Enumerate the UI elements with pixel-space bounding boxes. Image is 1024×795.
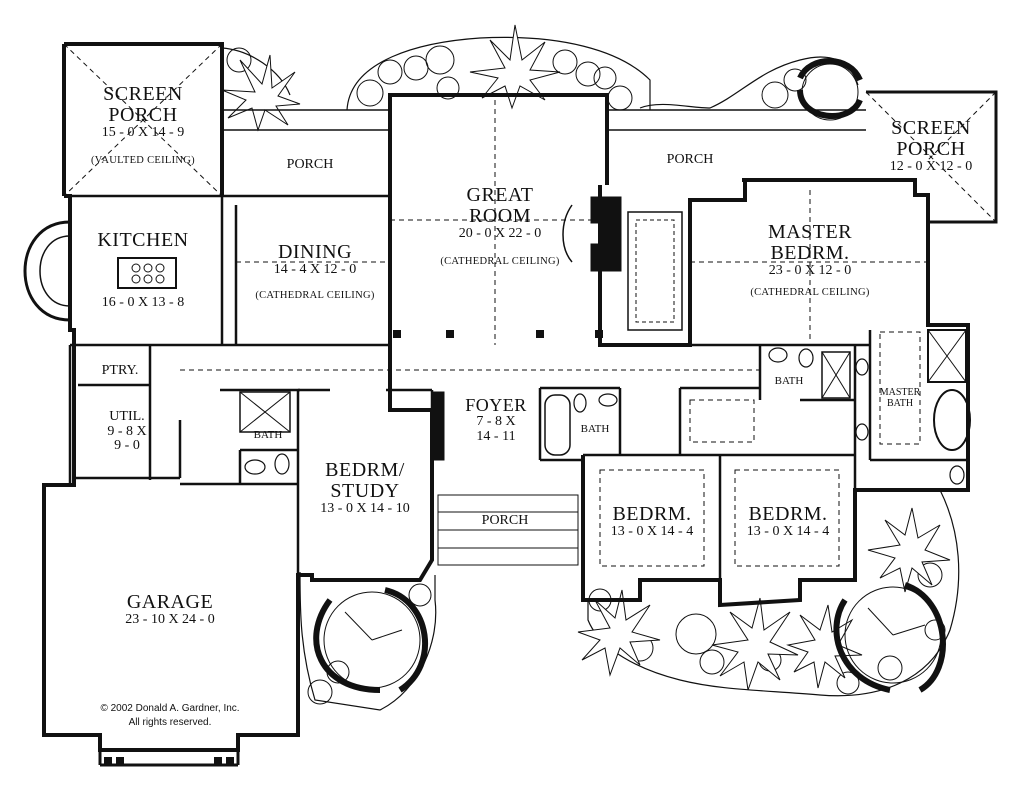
room-name: BATH <box>253 429 283 441</box>
master-bath-label: MASTER BATH <box>872 387 928 409</box>
room-dimensions: 23 - 10 X 24 - 0 <box>125 612 215 627</box>
copyright-line: © 2002 Donald A. Gardner, Inc. <box>100 703 240 714</box>
rights-line: All rights reserved. <box>128 716 212 728</box>
room-name: ROOM <box>468 205 531 227</box>
room-name: BEDRM. <box>770 242 850 264</box>
pantry-label: PTRY. <box>92 363 148 379</box>
ceiling-note: (CATHEDRAL CEILING) <box>255 289 375 301</box>
room-dimensions: 15 - 0 X 14 - 9 <box>101 125 185 140</box>
room-name: UTIL. <box>109 409 145 424</box>
room-name: MASTER <box>767 221 853 243</box>
dining-label: DINING 14 - 4 X 12 - 0 (CATHEDRAL CEILIN… <box>240 242 390 301</box>
room-name: BEDRM. <box>612 503 692 525</box>
room-dimensions: 14 - 4 X 12 - 0 <box>273 262 357 277</box>
room-dimensions: 13 - 0 X 14 - 10 <box>320 501 410 516</box>
room-dimensions: 13 - 0 X 14 - 4 <box>746 524 830 539</box>
screen-porch-right-label: SCREEN PORCH 12 - 0 X 12 - 0 <box>872 118 990 175</box>
interior-walls <box>68 194 968 605</box>
room-name: BATH <box>580 423 610 435</box>
utility-label: UTIL. 9 - 8 X 9 - 0 <box>92 409 162 454</box>
kitchen-label: KITCHEN <box>84 230 202 251</box>
porch-top-left-label: PORCH <box>270 157 350 173</box>
ceiling-note: (CATHEDRAL CEILING) <box>440 255 560 267</box>
foyer-label: FOYER 7 - 8 X 14 - 11 <box>455 396 537 444</box>
garage-label: GARAGE 23 - 10 X 24 - 0 <box>100 592 240 628</box>
room-dimensions: 9 - 8 X <box>107 423 147 439</box>
porch-top-right-label: PORCH <box>650 152 730 168</box>
copyright-notice: © 2002 Donald A. Gardner, Inc. All right… <box>72 702 268 729</box>
room-name: FOYER <box>465 395 527 415</box>
room-dimensions: 16 - 0 X 13 - 8 <box>101 295 185 310</box>
room-name: BEDRM. <box>748 503 828 525</box>
room-name: GREAT <box>466 184 534 206</box>
screen-porch-left-label: SCREEN PORCH 15 - 0 X 14 - 9 (VAULTED CE… <box>84 84 202 166</box>
bedroom-study-label: BEDRM/ STUDY 13 - 0 X 14 - 10 <box>305 460 425 517</box>
room-name: DINING <box>277 241 353 263</box>
room-name: KITCHEN <box>97 229 189 251</box>
room-name: PORCH <box>666 152 714 167</box>
master-tub <box>933 389 971 451</box>
room-name: PORCH <box>896 138 966 160</box>
room-dimensions: 12 - 0 X 12 - 0 <box>889 159 973 174</box>
room-dimensions: 7 - 8 X <box>476 413 516 429</box>
room-name: PTRY. <box>101 363 139 378</box>
master-bedroom-label: MASTER BEDRM. 23 - 0 X 12 - 0 (CATHEDRAL… <box>735 222 885 298</box>
bath-center-label: BATH <box>570 423 620 436</box>
room-dimensions: 14 - 11 <box>476 428 516 444</box>
room-dimensions: 23 - 0 X 12 - 0 <box>768 263 852 278</box>
ceiling-note: (CATHEDRAL CEILING) <box>750 286 870 298</box>
room-name: BEDRM/ <box>325 459 405 481</box>
room-name: PORCH <box>286 157 334 172</box>
bedroom-2-label: BEDRM. 13 - 0 X 14 - 4 <box>726 504 850 540</box>
room-name: STUDY <box>330 480 400 502</box>
kitchen-dims-label: 16 - 0 X 13 - 8 <box>84 295 202 311</box>
room-name: SCREEN <box>891 117 971 139</box>
room-name: BATH <box>774 375 804 387</box>
toilets <box>244 347 965 485</box>
shrubs <box>226 45 946 705</box>
room-name: SCREEN <box>103 83 183 105</box>
room-name: PORCH <box>481 513 529 528</box>
bedroom-1-label: BEDRM. 13 - 0 X 14 - 4 <box>590 504 714 540</box>
gazebos <box>313 58 946 693</box>
room-dimensions: 9 - 0 <box>114 438 140 454</box>
front-porch-pavers <box>437 494 579 566</box>
tub-center <box>544 394 571 456</box>
room-name: BATH <box>886 397 914 409</box>
bath-right-label: BATH <box>764 375 814 388</box>
porch-front-label: PORCH <box>465 513 545 529</box>
room-dimensions: 13 - 0 X 14 - 4 <box>610 524 694 539</box>
bath-left-label: BATH <box>240 429 296 442</box>
palm-plants <box>221 24 951 691</box>
room-dimensions: 20 - 0 X 22 - 0 <box>458 226 542 241</box>
landscaping <box>221 36 960 711</box>
room-name: GARAGE <box>126 591 214 613</box>
great-room-label: GREAT ROOM 20 - 0 X 22 - 0 (CATHEDRAL CE… <box>420 185 580 267</box>
ceiling-note: (VAULTED CEILING) <box>91 154 195 166</box>
kitchen-island <box>117 257 177 289</box>
porch-rails <box>222 109 866 131</box>
fireplace <box>590 196 622 272</box>
room-name: PORCH <box>108 104 178 126</box>
room-name: MASTER <box>879 387 921 398</box>
kitchen-bay <box>23 220 71 322</box>
